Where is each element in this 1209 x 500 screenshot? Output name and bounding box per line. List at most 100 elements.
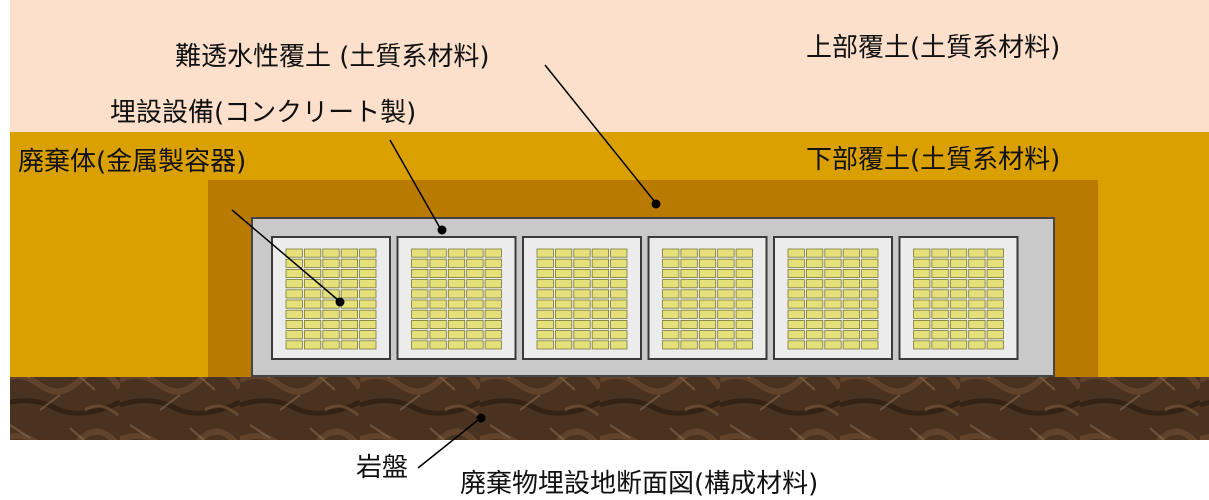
waste-drum	[411, 258, 429, 268]
waste-drum	[842, 289, 861, 299]
waste-drum	[359, 279, 377, 289]
waste-drum	[842, 330, 861, 340]
waste-drum	[484, 268, 502, 278]
waste-drum	[735, 258, 753, 268]
waste-drum	[591, 330, 610, 340]
waste-drum	[680, 340, 698, 350]
waste-drum	[573, 289, 591, 299]
waste-drum	[931, 330, 949, 340]
waste-drum	[662, 319, 680, 329]
waste-drum	[447, 248, 466, 258]
label-waste-package: 廃棄体(金属製容器)	[18, 147, 246, 177]
waste-drum	[931, 319, 949, 329]
waste-drum	[787, 330, 805, 340]
waste-drum	[861, 319, 879, 329]
waste-drum	[573, 258, 591, 268]
waste-drum	[591, 309, 610, 319]
waste-drum	[662, 289, 680, 299]
waste-drum	[717, 268, 735, 278]
leader-line-burial-facility	[389, 139, 441, 229]
waste-drum	[591, 340, 610, 350]
waste-drum	[610, 319, 628, 329]
waste-drum	[824, 330, 842, 340]
waste-drum	[411, 309, 429, 319]
waste-drum	[359, 340, 377, 350]
waste-drum	[322, 330, 340, 340]
waste-drum	[842, 258, 861, 268]
waste-drum	[986, 330, 1004, 340]
waste-drum	[662, 330, 680, 340]
waste-drum	[861, 279, 879, 289]
leader-dot-waste-package	[335, 297, 345, 307]
waste-drum	[698, 258, 717, 268]
waste-drum	[717, 340, 735, 350]
waste-drum	[806, 289, 824, 299]
waste-drum	[698, 319, 717, 329]
label-upper-cover: 上部覆土(土質系材料)	[806, 33, 1060, 63]
waste-cells-group	[271, 236, 1019, 360]
waste-drum	[717, 319, 735, 329]
waste-drum	[913, 268, 931, 278]
waste-drum	[680, 279, 698, 289]
waste-drum	[787, 289, 805, 299]
waste-drum	[466, 299, 484, 309]
waste-drum	[303, 289, 322, 299]
waste-drum	[285, 319, 303, 329]
waste-drum	[949, 330, 968, 340]
waste-drum	[359, 330, 377, 340]
waste-drum	[447, 268, 466, 278]
waste-drum	[717, 289, 735, 299]
waste-drum	[680, 319, 698, 329]
waste-drum	[555, 248, 573, 258]
waste-drum	[303, 258, 322, 268]
waste-drum	[466, 340, 484, 350]
waste-drum	[303, 299, 322, 309]
waste-drum	[591, 299, 610, 309]
waste-drum	[303, 330, 322, 340]
diagram-caption: 廃棄物埋設地断面図(構成材料)	[460, 469, 818, 499]
waste-drum	[787, 299, 805, 309]
waste-drum	[447, 330, 466, 340]
waste-drum	[949, 268, 968, 278]
waste-drum	[698, 248, 717, 258]
waste-drum	[411, 279, 429, 289]
waste-drum	[787, 279, 805, 289]
waste-drum	[447, 258, 466, 268]
waste-drum	[447, 309, 466, 319]
waste-drum	[322, 319, 340, 329]
waste-drum	[698, 268, 717, 278]
waste-drum	[861, 248, 879, 258]
waste-drum	[429, 268, 447, 278]
waste-drum	[359, 258, 377, 268]
waste-drum	[411, 340, 429, 350]
waste-drum	[787, 340, 805, 350]
waste-drum	[968, 309, 986, 319]
waste-drum	[968, 319, 986, 329]
waste-drum	[303, 279, 322, 289]
waste-drum	[359, 248, 377, 258]
waste-drum	[968, 299, 986, 309]
waste-drum	[340, 319, 359, 329]
waste-drum	[662, 299, 680, 309]
waste-drum	[842, 309, 861, 319]
waste-drum	[411, 289, 429, 299]
waste-drum	[861, 258, 879, 268]
waste-drum	[447, 319, 466, 329]
waste-drum	[285, 330, 303, 340]
waste-drum	[968, 248, 986, 258]
waste-drum	[680, 330, 698, 340]
waste-drum	[359, 309, 377, 319]
waste-drum	[447, 279, 466, 289]
waste-drum	[735, 248, 753, 258]
waste-drum	[787, 309, 805, 319]
waste-drum	[285, 248, 303, 258]
waste-drum	[466, 258, 484, 268]
waste-drum	[484, 299, 502, 309]
waste-drum	[931, 268, 949, 278]
waste-drum	[359, 268, 377, 278]
waste-drum	[680, 248, 698, 258]
waste-drum	[447, 340, 466, 350]
waste-drum	[484, 258, 502, 268]
leader-line-waste-package	[231, 209, 339, 301]
waste-drum	[555, 289, 573, 299]
